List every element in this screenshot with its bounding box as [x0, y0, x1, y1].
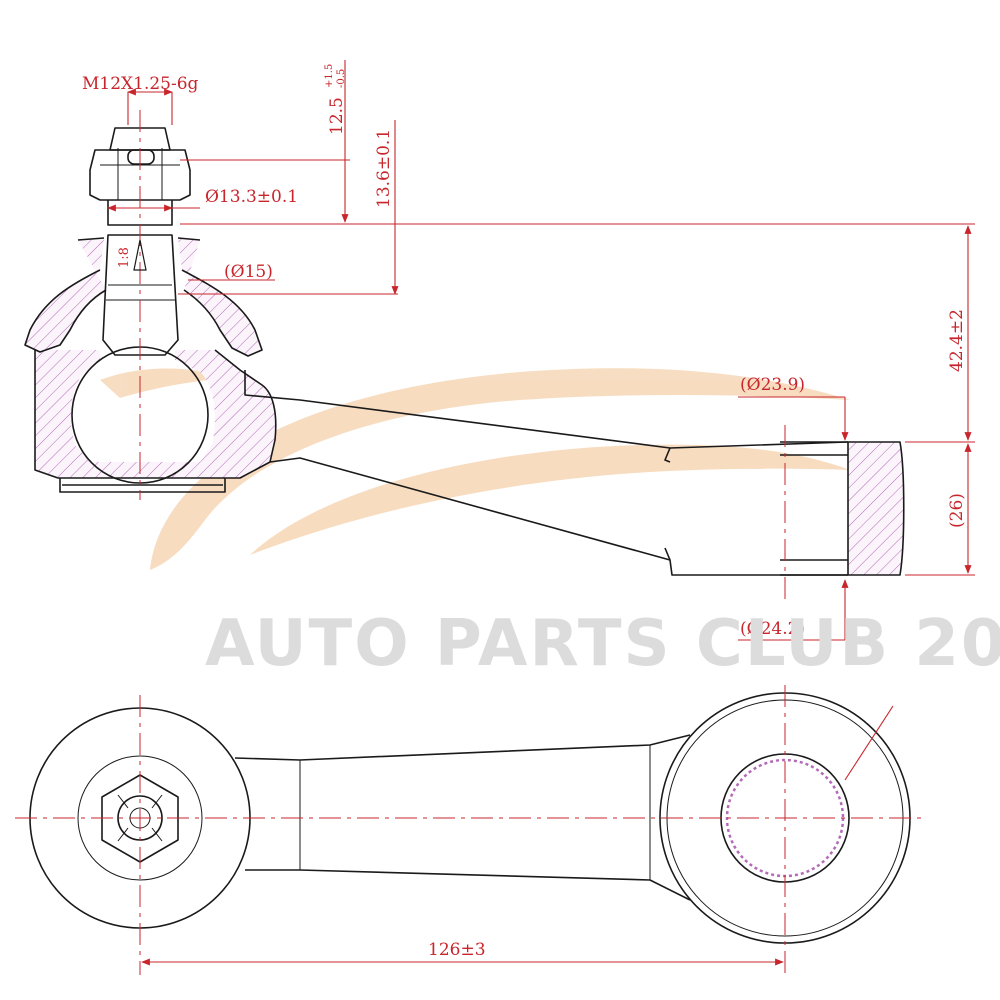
- height-tol-upper: +1.5: [324, 64, 335, 88]
- taper-arrow-icon: [133, 239, 147, 271]
- dimension-labels: M12X1.25-6g Ø13.3±0.1 (Ø15) 12.5 +1.5 -0…: [82, 64, 967, 960]
- eye-section: [848, 442, 904, 575]
- stud-height-label: 13.6±0.1: [374, 129, 394, 208]
- watermark-text: AUTO PARTS CLUB 2018: [205, 607, 1000, 681]
- center-distance-label: 126±3: [428, 940, 486, 960]
- bore-top-label: (Ø23.9): [740, 375, 805, 395]
- dust-boot: [24, 237, 263, 357]
- height-tol-lower: -0.5: [336, 69, 347, 88]
- boot-section: [25, 238, 106, 352]
- taper-diameter-label: (Ø15): [224, 262, 273, 282]
- castle-nut: [89, 149, 191, 201]
- overall-height-label: 42.4±2: [947, 309, 967, 372]
- housing-section: [35, 350, 276, 478]
- nut-width-label: Ø13.3±0.1: [205, 187, 298, 207]
- bore-bottom-label: (Ø24.2): [740, 619, 805, 639]
- plan-view: [15, 685, 925, 975]
- thread-spec: M12X1.25-6g: [82, 74, 199, 94]
- arm-plan: [234, 734, 691, 901]
- side-view: [24, 110, 905, 600]
- eye-thickness-label: (26): [947, 493, 967, 528]
- height-nominal-label: 12.5: [327, 97, 347, 135]
- taper-ratio-label: 1:8: [117, 247, 132, 268]
- dimension-lines: [107, 60, 975, 966]
- housing: [34, 349, 277, 479]
